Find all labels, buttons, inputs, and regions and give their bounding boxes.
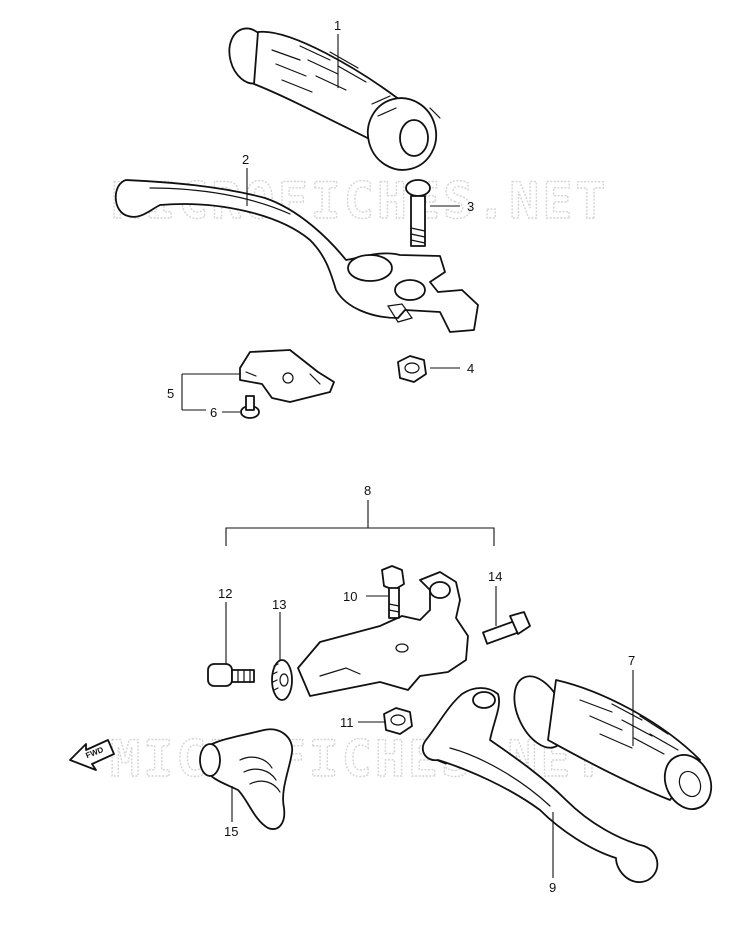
part-11-nut[interactable]	[383, 707, 413, 735]
part-14-screw[interactable]	[482, 611, 531, 645]
callout-5: 5	[167, 386, 174, 401]
callout-14: 14	[488, 569, 502, 584]
callout-3: 3	[467, 199, 474, 214]
callout-9: 9	[549, 880, 556, 895]
callout-6: 6	[210, 405, 217, 420]
callout-15: 15	[224, 824, 238, 839]
callout-8: 8	[364, 483, 371, 498]
callout-1: 1	[334, 18, 341, 33]
part-5-brake-switch[interactable]	[239, 349, 335, 403]
part-6-screw[interactable]	[240, 395, 260, 419]
callout-4: 4	[467, 361, 474, 376]
leader-lines	[181, 34, 634, 878]
part-3-pivot-bolt[interactable]	[405, 179, 431, 247]
part-8-clutch-lever-holder[interactable]	[297, 571, 469, 697]
part-15-lever-boot[interactable]	[199, 728, 293, 830]
part-2-brake-lever[interactable]	[114, 179, 479, 333]
part-1-throttle-grip[interactable]	[223, 24, 444, 178]
callout-13: 13	[272, 597, 286, 612]
callout-12: 12	[218, 586, 232, 601]
fwd-arrow: FWD	[69, 739, 115, 771]
part-7-handlebar-grip[interactable]	[504, 668, 720, 816]
part-9-clutch-lever[interactable]	[421, 687, 659, 883]
callout-7: 7	[628, 653, 635, 668]
part-4-nut[interactable]	[397, 355, 427, 383]
callout-11: 11	[340, 715, 354, 730]
part-13-adjuster-locknut[interactable]	[271, 659, 293, 701]
part-10-pivot-bolt[interactable]	[381, 565, 405, 619]
callout-2: 2	[242, 152, 249, 167]
part-12-adjuster-bolt[interactable]	[207, 663, 255, 687]
callout-10: 10	[343, 589, 357, 604]
